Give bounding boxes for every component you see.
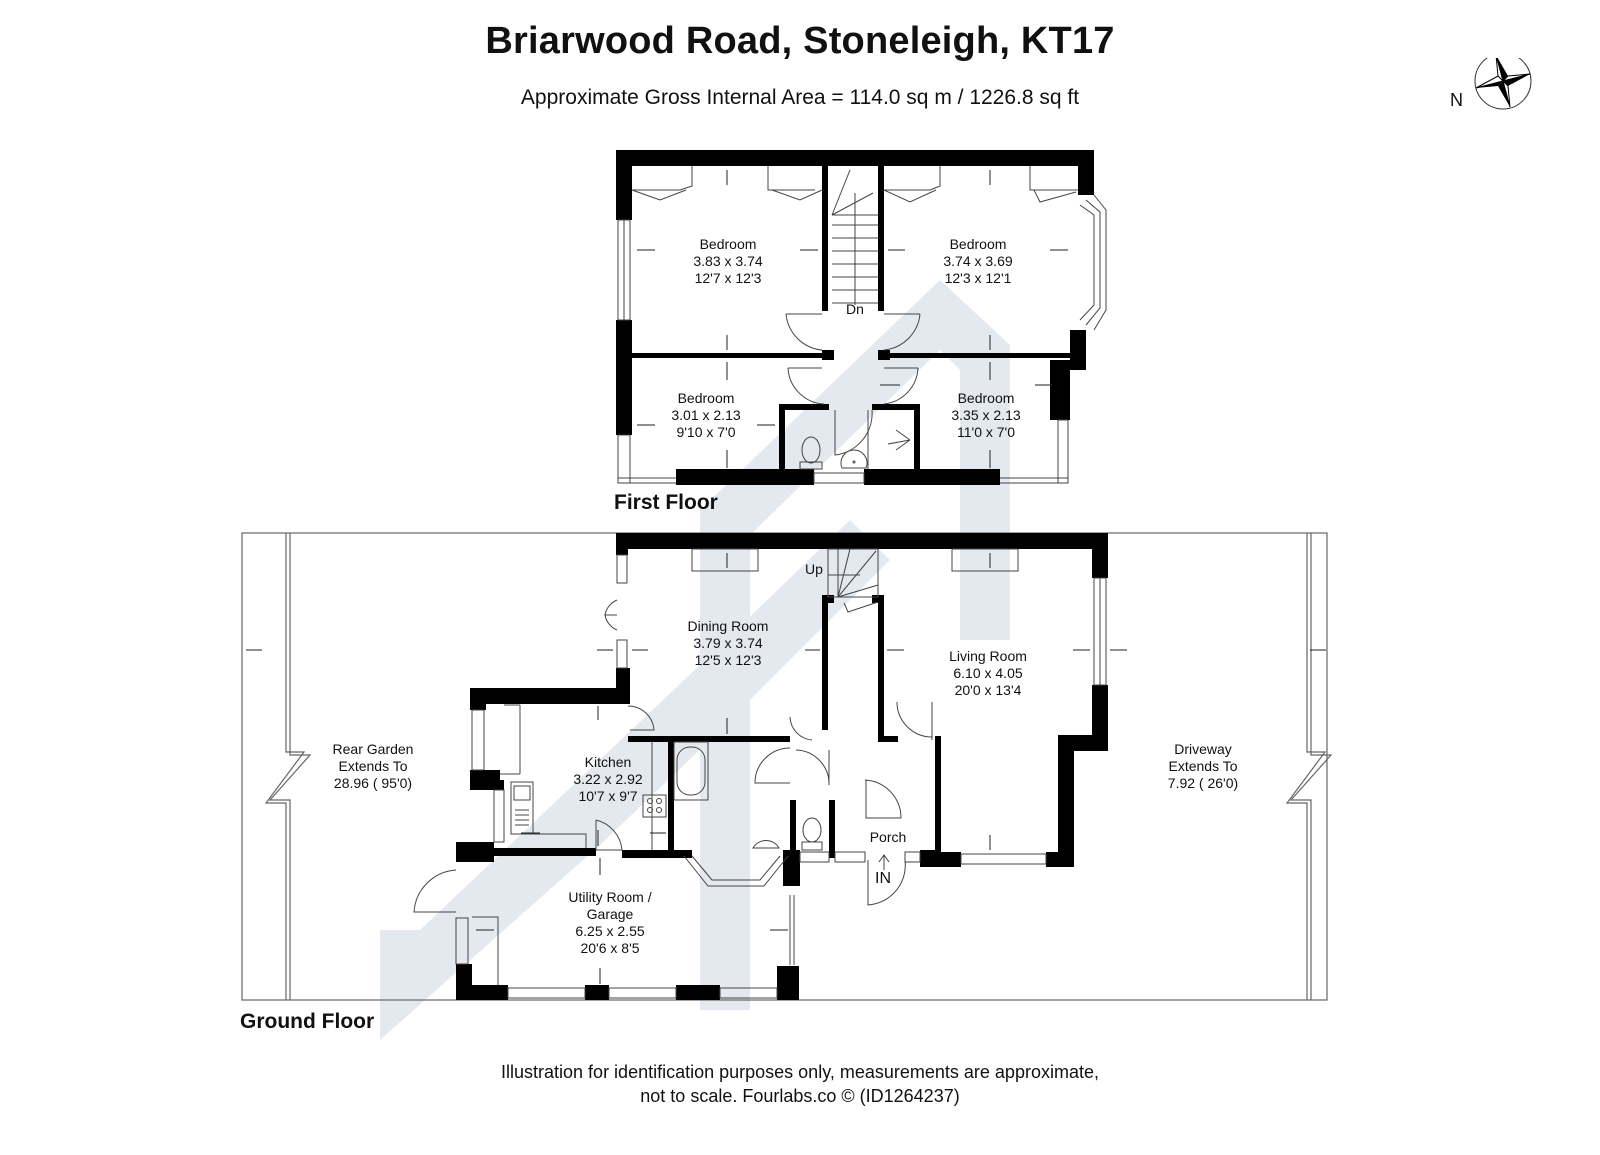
disclaimer-footer: Illustration for identification purposes… (0, 1060, 1600, 1108)
room-name: Bedroom (949, 236, 1007, 252)
stairs-up-label: Up (805, 561, 823, 577)
disclaimer-line-2: not to scale. Fourlabs.co © (ID1264237) (640, 1086, 960, 1106)
entrance-label: IN (875, 870, 891, 887)
living-room: Living Room 6.10 x 4.05 20'0 x 13'4 (938, 648, 1038, 699)
north-label: N (1450, 90, 1463, 110)
first-floor-label: First Floor (614, 491, 718, 514)
outdoor-measure: 7.92 ( 26'0) (1167, 775, 1239, 791)
room-metric: 6.25 x 2.55 (575, 923, 645, 939)
room-imperial: 20'0 x 13'4 (954, 682, 1022, 698)
outdoor-measure: 28.96 ( 95'0) (333, 775, 413, 791)
first-floor-plan (616, 150, 1094, 485)
room-name: Kitchen (584, 754, 632, 770)
gross-area-subtitle: Approximate Gross Internal Area = 114.0 … (520, 86, 1080, 109)
compass: N (1442, 58, 1542, 118)
room-metric: 3.79 x 3.74 (693, 635, 763, 651)
room-metric: 3.35 x 2.13 (951, 407, 1021, 423)
ground-floor-plan (456, 533, 1108, 1000)
room-name-line2: Garage (586, 906, 634, 922)
room-metric: 3.74 x 3.69 (943, 253, 1013, 269)
room-metric: 3.01 x 2.13 (671, 407, 741, 423)
first-floor-bedroom-4: Bedroom 3.35 x 2.13 11'0 x 7'0 (936, 390, 1036, 441)
kitchen: Kitchen 3.22 x 2.92 10'7 x 9'7 (558, 754, 658, 805)
room-imperial: 9'10 x 7'0 (676, 424, 736, 440)
first-floor-lines (617, 166, 1107, 484)
porch: Porch (848, 829, 928, 846)
room-imperial: 12'7 x 12'3 (694, 270, 762, 286)
stairs-down-label: Dn (846, 301, 864, 317)
room-name: Bedroom (957, 390, 1015, 406)
room-metric: 3.83 x 3.74 (693, 253, 763, 269)
room-imperial: 12'5 x 12'3 (694, 652, 762, 668)
ground-floor-lines (246, 548, 1326, 999)
outdoor-line2: Extends To (338, 758, 408, 774)
page-title: Briarwood Road, Stoneleigh, KT17 (485, 20, 1115, 62)
room-metric: 3.22 x 2.92 (573, 771, 643, 787)
disclaimer-line-1: Illustration for identification purposes… (501, 1062, 1099, 1082)
room-name: Living Room (949, 648, 1027, 664)
room-imperial: 10'7 x 9'7 (578, 788, 638, 804)
room-imperial: 11'0 x 7'0 (956, 424, 1016, 440)
first-floor-bedroom-3: Bedroom 3.01 x 2.13 9'10 x 7'0 (656, 390, 756, 441)
compass-rose-icon (1474, 58, 1532, 110)
room-name: Bedroom (699, 236, 757, 252)
outdoor-name: Driveway (1174, 741, 1232, 757)
room-metric: 6.10 x 4.05 (953, 665, 1023, 681)
rear-garden: Rear Garden Extends To 28.96 ( 95'0) (318, 741, 428, 792)
watermark-logo (380, 280, 1010, 1040)
ground-floor-label: Ground Floor (240, 1010, 375, 1033)
room-name: Bedroom (677, 390, 735, 406)
driveway: Driveway Extends To 7.92 ( 26'0) (1148, 741, 1258, 792)
room-imperial: 20'6 x 8'5 (580, 940, 640, 956)
dining-room: Dining Room 3.79 x 3.74 12'5 x 12'3 (678, 618, 778, 669)
room-name: Utility Room / (568, 889, 652, 905)
room-name: Dining Room (687, 618, 769, 634)
outdoor-name: Rear Garden (332, 741, 414, 757)
first-floor-bedroom-1: Bedroom 3.83 x 3.74 12'7 x 12'3 (678, 236, 778, 287)
room-imperial: 12'3 x 12'1 (944, 270, 1012, 286)
room-name: Porch (869, 829, 907, 845)
utility-room-garage: Utility Room / Garage 6.25 x 2.55 20'6 x… (560, 889, 660, 957)
first-floor-bedroom-2: Bedroom 3.74 x 3.69 12'3 x 12'1 (928, 236, 1028, 287)
outdoor-line2: Extends To (1168, 758, 1238, 774)
